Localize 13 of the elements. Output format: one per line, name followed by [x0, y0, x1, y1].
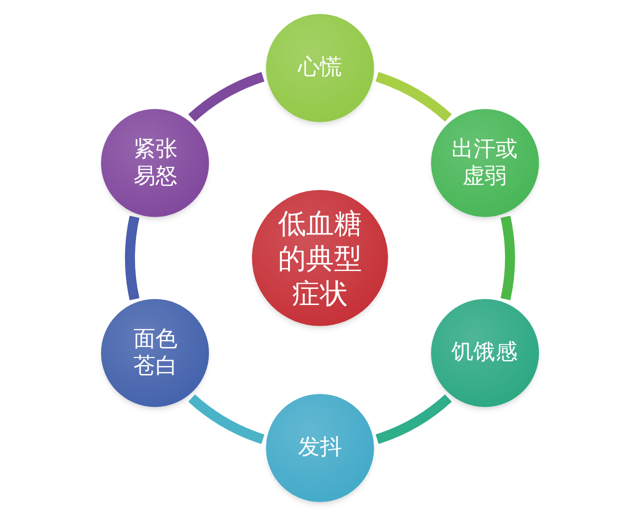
symptom-text: 紧张易怒 [132, 136, 178, 190]
ring-arc [125, 216, 140, 300]
ring-arc [188, 72, 265, 122]
ring-arc [188, 394, 265, 444]
ring-arc [375, 394, 452, 444]
symptom-text: 出汗或虚弱 [450, 136, 519, 190]
symptom-text: 发抖 [296, 434, 343, 462]
symptom-text: 心慌 [296, 54, 343, 82]
symptom-text: 面色苍白 [132, 326, 178, 380]
ring-arc [375, 72, 452, 122]
symptom-text: 低血糖的典型症状 [277, 206, 363, 310]
symptom-text: 饥饿感 [450, 339, 519, 367]
ring-arc [500, 216, 515, 300]
